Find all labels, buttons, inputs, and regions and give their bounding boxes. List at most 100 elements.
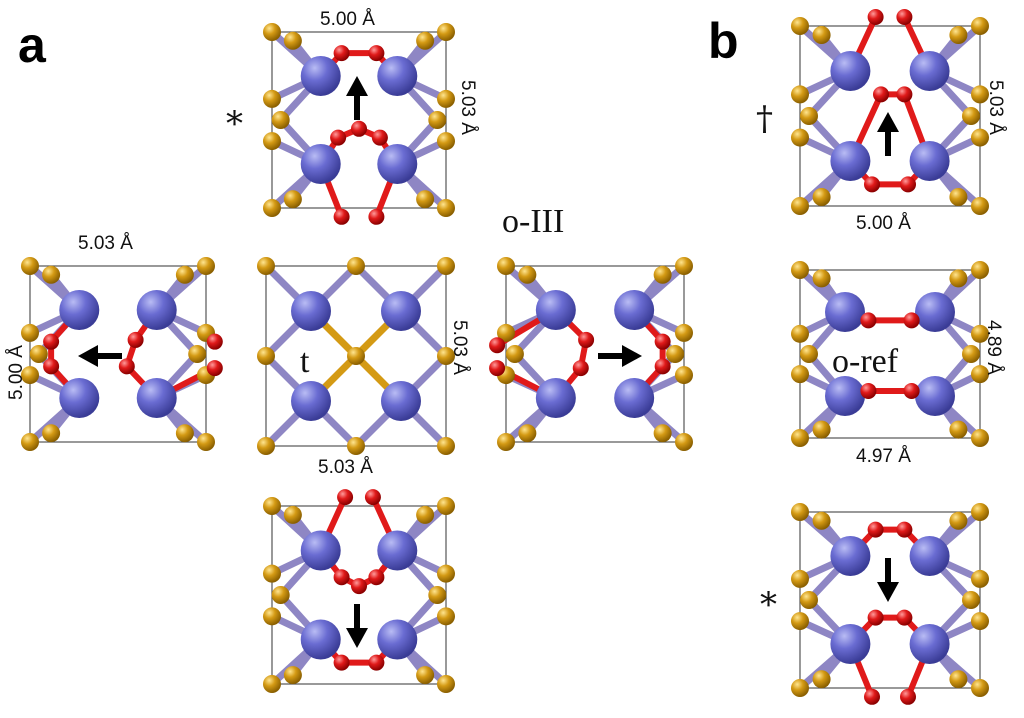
b-mid-phase-label: o-ref (832, 343, 899, 380)
hf-atom (915, 376, 955, 416)
s-atom (263, 564, 281, 583)
s-atom (791, 197, 809, 215)
hf-atom (136, 378, 177, 418)
s-atom (428, 111, 447, 129)
hf-atom (909, 141, 950, 181)
s-atom (812, 269, 831, 288)
s-atom (21, 433, 39, 451)
a-left-width-label: 5.03 Å (78, 233, 133, 254)
s-atom (416, 190, 435, 209)
structure-a-right-oIII (489, 257, 693, 451)
s-atom (347, 437, 365, 455)
polarization-arrow-head (622, 345, 642, 367)
structure-a-left (21, 257, 223, 451)
o-atom (333, 654, 350, 671)
s-atom (175, 265, 194, 284)
o-atom (337, 489, 354, 506)
s-atom (800, 107, 818, 125)
s-atom (971, 429, 989, 447)
s-atom (42, 265, 61, 284)
s-atom (283, 505, 302, 524)
s-atom (271, 586, 290, 604)
s-atom (971, 128, 989, 147)
o-atom (371, 129, 388, 146)
structure-b-middle-oref (791, 261, 989, 447)
o-atom (867, 609, 884, 626)
o-atom (867, 521, 884, 538)
o-atom (206, 333, 223, 350)
o-atom (578, 331, 595, 348)
s-atom (437, 675, 455, 693)
s-atom (675, 257, 693, 275)
polarization-arrow-head (877, 112, 899, 132)
s-atom (800, 345, 818, 363)
s-atom (791, 503, 809, 521)
hf-atom (59, 290, 100, 330)
s-atom (21, 257, 39, 275)
s-atom (263, 89, 281, 108)
o-atom (900, 176, 916, 193)
s-atom (347, 257, 365, 275)
s-atom (437, 607, 455, 626)
s-atom (812, 188, 831, 206)
s-atom (518, 424, 537, 443)
s-atom (197, 257, 215, 275)
s-atom (416, 31, 435, 50)
polarization-arrow-head (346, 628, 368, 648)
o-atom (900, 688, 916, 705)
s-atom (971, 85, 989, 104)
hf-atom (377, 619, 418, 660)
s-atom (962, 591, 980, 609)
s-atom (263, 23, 281, 41)
s-atom (497, 323, 515, 342)
s-atom (437, 497, 455, 515)
s-atom (791, 365, 809, 384)
o-atom (867, 9, 884, 25)
s-atom (971, 197, 989, 215)
o-atom (351, 578, 367, 595)
hf-atom (909, 51, 950, 91)
hf-atom (300, 144, 341, 184)
s-atom (971, 569, 989, 588)
s-atom (263, 199, 281, 217)
s-atom (437, 132, 455, 151)
s-atom (962, 107, 980, 125)
hf-atom (381, 381, 421, 421)
s-atom (263, 607, 281, 626)
s-atom (791, 569, 809, 588)
o-atom (333, 208, 350, 225)
s-atom (437, 564, 455, 583)
s-atom (518, 265, 537, 284)
s-atom (812, 670, 831, 689)
s-atom (971, 612, 989, 631)
s-atom (971, 261, 989, 279)
o-atom (330, 129, 347, 146)
hf-atom (535, 290, 576, 330)
s-atom (949, 420, 968, 439)
s-atom (437, 199, 455, 217)
a-top-height-label: 5.03 Å (457, 80, 478, 135)
s-atom (29, 345, 48, 363)
hf-atom (377, 530, 418, 571)
o-atom (873, 86, 889, 103)
panel-b-letter: b (708, 13, 739, 69)
s-atom (666, 345, 685, 363)
o-atom (127, 331, 144, 348)
s-atom (271, 111, 290, 129)
hf-atom (909, 624, 950, 664)
s-atom (283, 31, 302, 50)
polarization-arrow-head (877, 582, 899, 602)
polarization-arrow-head (346, 76, 368, 96)
s-atom (791, 17, 809, 35)
a-left-height-label: 5.00 Å (6, 345, 27, 400)
hf-atom (300, 530, 341, 571)
o-atom (896, 86, 913, 103)
s-atom (21, 366, 39, 385)
o-atom (368, 208, 385, 225)
hf-atom (915, 292, 955, 332)
s-atom (971, 324, 989, 343)
s-atom (653, 424, 672, 443)
o-atom (654, 333, 671, 350)
s-atom (283, 190, 302, 209)
